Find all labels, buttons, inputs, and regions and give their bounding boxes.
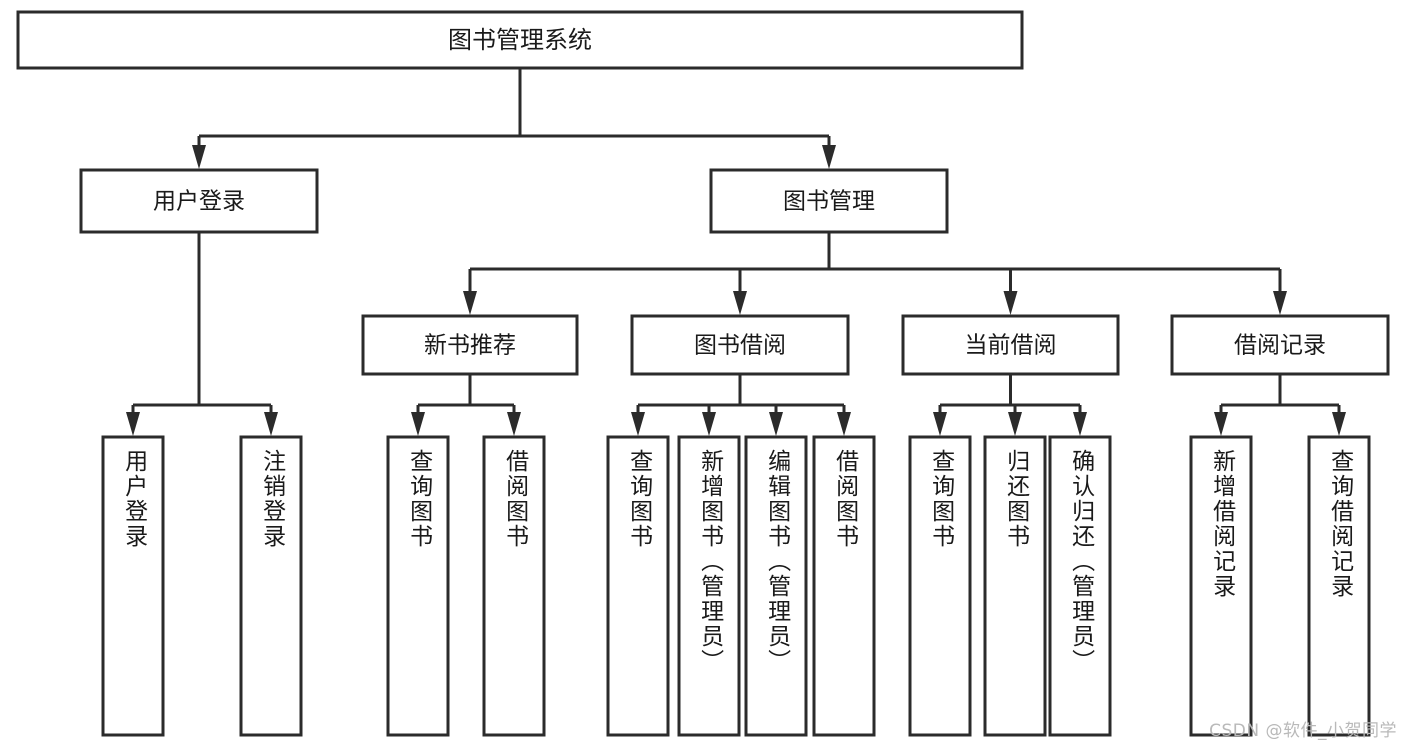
leaf-box-leaf-add-borrow-record[interactable] — [1189, 435, 1253, 737]
arrow-head-icon — [631, 412, 645, 436]
leaf-box-leaf-query-book-3[interactable] — [908, 435, 972, 737]
arrow-head-icon — [1003, 291, 1018, 315]
connector-lines — [126, 68, 1346, 436]
arrow-head-icon — [702, 412, 716, 436]
node-box-book-borrow[interactable] — [630, 314, 850, 376]
node-label-book-borrow: 图书借阅 — [694, 333, 786, 359]
csdn-watermark: CSDN @软件_小贺同学 — [1209, 721, 1397, 741]
arrow-head-icon — [1073, 412, 1087, 436]
leaf-box-leaf-query-borrow-record[interactable] — [1307, 435, 1371, 737]
root-box-root[interactable] — [16, 10, 1024, 70]
node-box-new-book-recommend[interactable] — [361, 314, 579, 376]
node-label-user-login: 用户登录 — [153, 189, 245, 215]
root-label-root: 图书管理系统 — [448, 26, 592, 54]
leaf-box-leaf-logout-login[interactable] — [239, 435, 303, 737]
arrow-head-icon — [933, 412, 947, 436]
leaf-box-leaf-return-book[interactable] — [983, 435, 1047, 737]
leaf-box-leaf-borrow-book-2[interactable] — [812, 435, 876, 737]
leaf-box-leaf-query-book-1[interactable] — [386, 435, 450, 737]
leaf-box-leaf-confirm-return[interactable] — [1048, 435, 1112, 737]
node-boxes — [16, 10, 1390, 737]
arrow-head-icon — [769, 412, 783, 436]
node-box-current-borrow[interactable] — [901, 314, 1120, 376]
node-box-borrow-record[interactable] — [1170, 314, 1390, 376]
node-label-borrow-record: 借阅记录 — [1234, 333, 1326, 359]
node-label-new-book-recommend: 新书推荐 — [424, 333, 516, 359]
node-box-user-login[interactable] — [79, 168, 319, 234]
arrow-head-icon — [192, 145, 206, 169]
node-label-book-manage: 图书管理 — [783, 189, 875, 215]
leaf-box-leaf-edit-book[interactable] — [744, 435, 808, 737]
arrow-head-icon — [733, 291, 747, 315]
arrow-head-icon — [1332, 412, 1346, 436]
node-box-book-manage[interactable] — [709, 168, 949, 234]
leaf-box-leaf-query-book-2[interactable] — [606, 435, 670, 737]
leaf-box-leaf-user-login[interactable] — [101, 435, 165, 737]
arrow-head-icon — [411, 412, 425, 436]
arrow-head-icon — [1273, 291, 1287, 315]
arrow-head-icon — [822, 145, 836, 169]
node-label-current-borrow: 当前借阅 — [965, 333, 1057, 359]
arrow-head-icon — [264, 412, 278, 436]
leaf-box-leaf-borrow-book-1[interactable] — [482, 435, 546, 737]
arrow-head-icon — [507, 412, 521, 436]
arrow-head-icon — [1008, 412, 1022, 436]
arrow-head-icon — [1214, 412, 1228, 436]
arrow-head-icon — [126, 412, 140, 436]
arrow-head-icon — [837, 412, 851, 436]
leaf-box-leaf-add-book[interactable] — [677, 435, 741, 737]
arrow-head-icon — [463, 291, 477, 315]
